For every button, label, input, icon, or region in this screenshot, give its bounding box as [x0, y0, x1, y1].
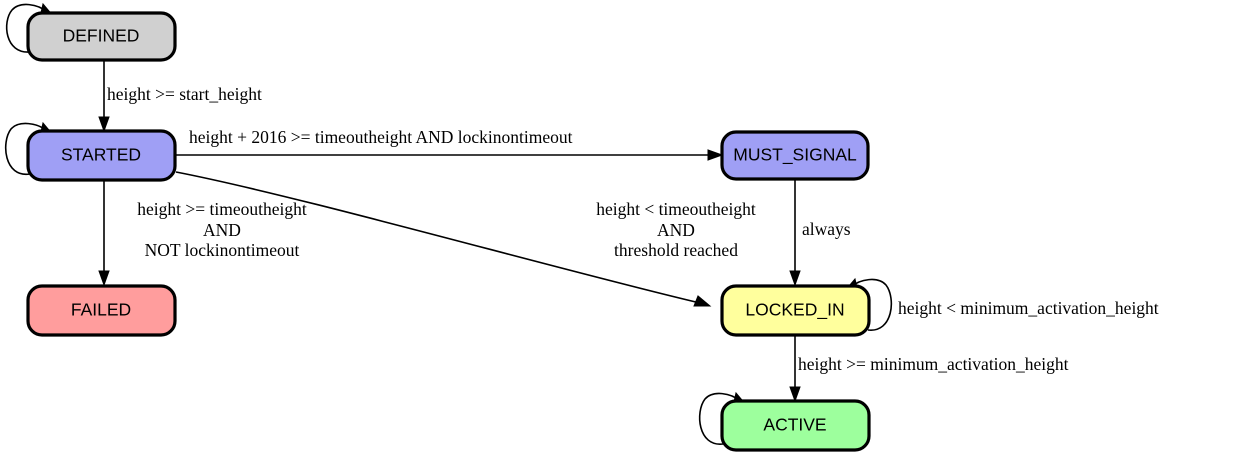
- edge-started-to-must-signal: [176, 149, 724, 161]
- state-node-defined-label: DEFINED: [63, 26, 140, 46]
- state-node-active-box[interactable]: [720, 399, 871, 452]
- state-node-active-label: ACTIVE: [763, 415, 826, 435]
- edge-label-started-to-failed: height >= timeoutheight AND NOT lockinon…: [137, 199, 307, 260]
- edge-label-defined-to-started: height >= start_height: [107, 84, 262, 104]
- state-node-started-label: STARTED: [61, 145, 141, 165]
- edge-label-started-to-locked-in-line1: height < timeoutheight: [596, 199, 756, 219]
- edge-label-started-to-failed-line1: height >= timeoutheight: [137, 199, 307, 219]
- state-node-started-box[interactable]: [26, 129, 177, 182]
- edge-label-must-signal-to-locked-in: always: [802, 219, 851, 239]
- state-node-locked-in-label: LOCKED_IN: [745, 300, 844, 321]
- edge-label-locked-in-to-active: height >= minimum_activation_height: [798, 354, 1069, 374]
- state-node-locked-in[interactable]: LOCKED_IN: [720, 284, 871, 337]
- edge-label-started-to-failed-line3: NOT lockinontimeout: [145, 240, 300, 260]
- edge-defined-to-started: [98, 60, 110, 133]
- edge-label-started-to-locked-in: height < timeoutheight AND threshold rea…: [596, 199, 756, 260]
- edge-started-to-locked-in: [175, 171, 712, 307]
- state-node-failed-label: FAILED: [71, 300, 131, 320]
- edge-label-started-to-must-signal: height + 2016 >= timeoutheight AND locki…: [189, 127, 573, 147]
- state-node-must-signal-label: MUST_SIGNAL: [733, 145, 857, 166]
- edge-locked-in-to-active: [789, 335, 801, 403]
- edge-label-started-to-failed-line2: AND: [203, 220, 241, 240]
- edge-label-locked-in-self-loop: height < minimum_activation_height: [898, 298, 1159, 318]
- state-node-active[interactable]: ACTIVE: [720, 399, 871, 452]
- edge-must-signal-to-locked-in: [789, 179, 801, 287]
- state-node-must-signal-box[interactable]: [720, 130, 870, 181]
- state-node-locked-in-box[interactable]: [720, 284, 871, 337]
- state-node-started[interactable]: STARTED: [26, 129, 177, 182]
- state-node-failed-box[interactable]: [26, 284, 177, 337]
- state-node-defined-box[interactable]: [26, 11, 177, 62]
- edge-label-started-to-locked-in-line3: threshold reached: [614, 240, 738, 260]
- state-node-defined[interactable]: DEFINED: [26, 11, 177, 62]
- state-node-failed[interactable]: FAILED: [26, 284, 177, 337]
- state-node-must-signal[interactable]: MUST_SIGNAL: [720, 130, 870, 181]
- edge-started-to-failed: [98, 181, 110, 287]
- edge-label-started-to-locked-in-line2: AND: [657, 220, 695, 240]
